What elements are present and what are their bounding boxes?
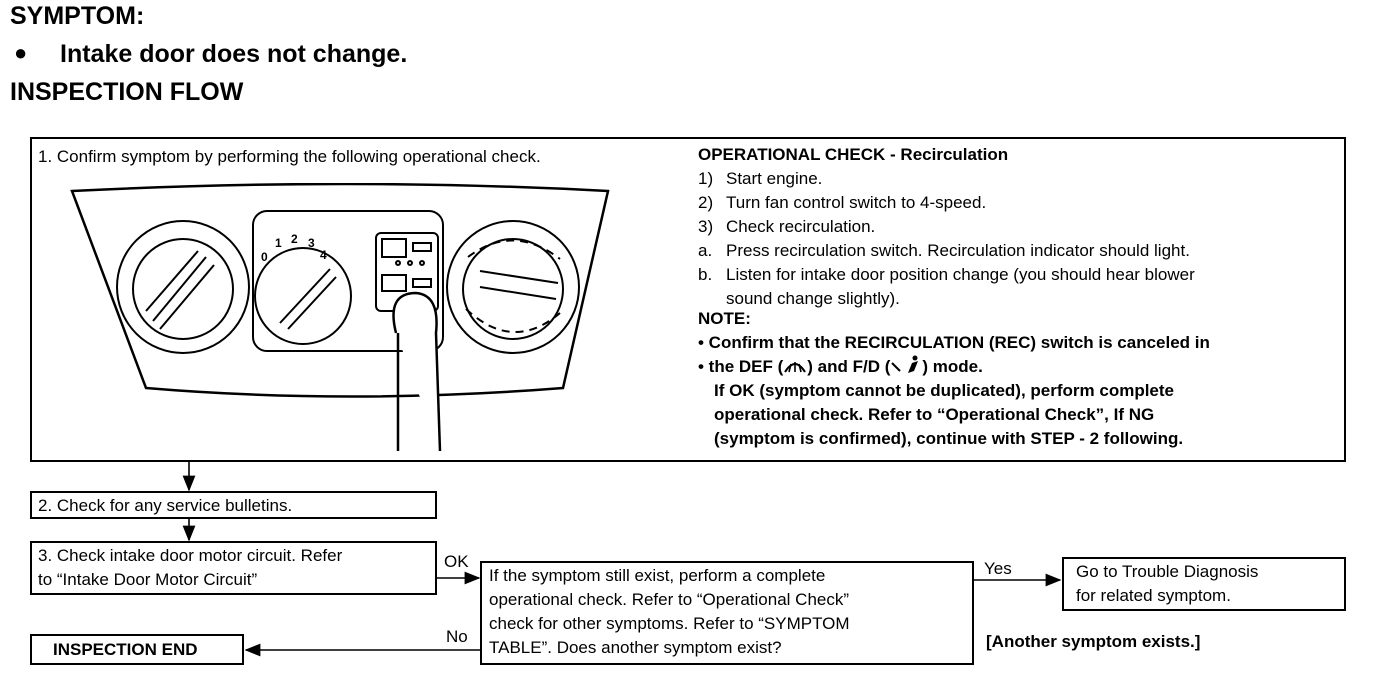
opcheck-step-num: 2) xyxy=(698,191,726,215)
fan-speed-3: 3 xyxy=(308,236,315,250)
inspection-end-box: INSPECTION END xyxy=(30,634,244,665)
decision-line: operational check. Refer to “Operational… xyxy=(489,588,965,612)
step3-box: 3. Check intake door motor circuit. Refe… xyxy=(30,541,437,595)
yes-label: Yes xyxy=(984,557,1012,581)
finger-icon xyxy=(394,293,441,451)
opcheck-step: 2)Turn fan control switch to 4-speed. xyxy=(698,191,986,215)
note-line-2: • the DEF ( ) and F/D ( ) mode. xyxy=(698,355,983,379)
step3-line1: 3. Check intake door motor circuit. Refe… xyxy=(38,544,429,568)
note-line-2c: ) mode. xyxy=(922,357,982,376)
control-panel-illustration: 0 1 2 3 4 xyxy=(68,183,628,451)
ok-line: If OK (symptom cannot be duplicated), pe… xyxy=(714,379,1174,403)
decision-line: check for other symptoms. Refer to “SYMP… xyxy=(489,612,965,636)
step2-label: 2. Check for any service bulletins. xyxy=(38,496,292,515)
note-line-2b: ) and F/D ( xyxy=(807,357,890,376)
opcheck-step-text: Turn fan control switch to 4-speed. xyxy=(726,193,986,212)
opcheck-step: a.Press recirculation switch. Recirculat… xyxy=(698,239,1190,263)
opcheck-step-text: Listen for intake door position change (… xyxy=(726,265,1195,284)
ok-label: OK xyxy=(444,550,469,574)
note-line-1: • Confirm that the RECIRCULATION (REC) s… xyxy=(698,331,1210,355)
temperature-knob xyxy=(117,221,249,353)
decision-line: TABLE”. Does another symptom exist? xyxy=(489,636,965,660)
opcheck-step-b-cont: sound change slightly). xyxy=(726,287,900,311)
opcheck-step: 1)Start engine. xyxy=(698,167,822,191)
fan-speed-2: 2 xyxy=(291,232,298,246)
decision-line: If the symptom still exist, perform a co… xyxy=(489,564,965,588)
opcheck-step-text: Press recirculation switch. Recirculatio… xyxy=(726,241,1190,260)
fan-speed-1: 1 xyxy=(275,236,282,250)
opcheck-step: b.Listen for intake door position change… xyxy=(698,263,1195,287)
ok-line: (symptom is confirmed), continue with ST… xyxy=(714,427,1183,451)
note-line-2a: • the DEF ( xyxy=(698,357,783,376)
opcheck-step-num: b. xyxy=(698,263,726,287)
step1-box: 1. Confirm symptom by performing the fol… xyxy=(30,137,1346,462)
opcheck-step-text: Start engine. xyxy=(726,169,822,188)
mode-knob xyxy=(447,221,579,353)
trouble-line2: for related symptom. xyxy=(1076,584,1332,608)
step1-label: 1. Confirm symptom by performing the fol… xyxy=(38,145,541,169)
trouble-line1: Go to Trouble Diagnosis xyxy=(1076,560,1332,584)
opcheck-step-num: 3) xyxy=(698,215,726,239)
opcheck-step-text: Check recirculation. xyxy=(726,217,875,236)
def-mode-icon xyxy=(783,356,807,374)
note-label: NOTE: xyxy=(698,307,751,331)
fan-speed-4: 4 xyxy=(320,248,327,262)
inspection-end-label: INSPECTION END xyxy=(53,640,198,659)
fan-speed-0: 0 xyxy=(261,250,268,264)
ok-line: operational check. Refer to “Operational… xyxy=(714,403,1154,427)
opcheck-step: 3)Check recirculation. xyxy=(698,215,875,239)
no-label: No xyxy=(446,625,468,649)
opcheck-step-num: 1) xyxy=(698,167,726,191)
decision-box: If the symptom still exist, perform a co… xyxy=(480,561,974,665)
fan-knob xyxy=(255,248,351,344)
another-symptom-note: [Another symptom exists.] xyxy=(986,630,1200,654)
trouble-box: Go to Trouble Diagnosis for related symp… xyxy=(1062,557,1346,611)
step2-box: 2. Check for any service bulletins. xyxy=(30,491,437,519)
foot-defrost-icon xyxy=(890,355,922,375)
opcheck-title: OPERATIONAL CHECK - Recirculation xyxy=(698,143,1008,167)
step3-line2: to “Intake Door Motor Circuit” xyxy=(38,568,429,592)
opcheck-step-num: a. xyxy=(698,239,726,263)
